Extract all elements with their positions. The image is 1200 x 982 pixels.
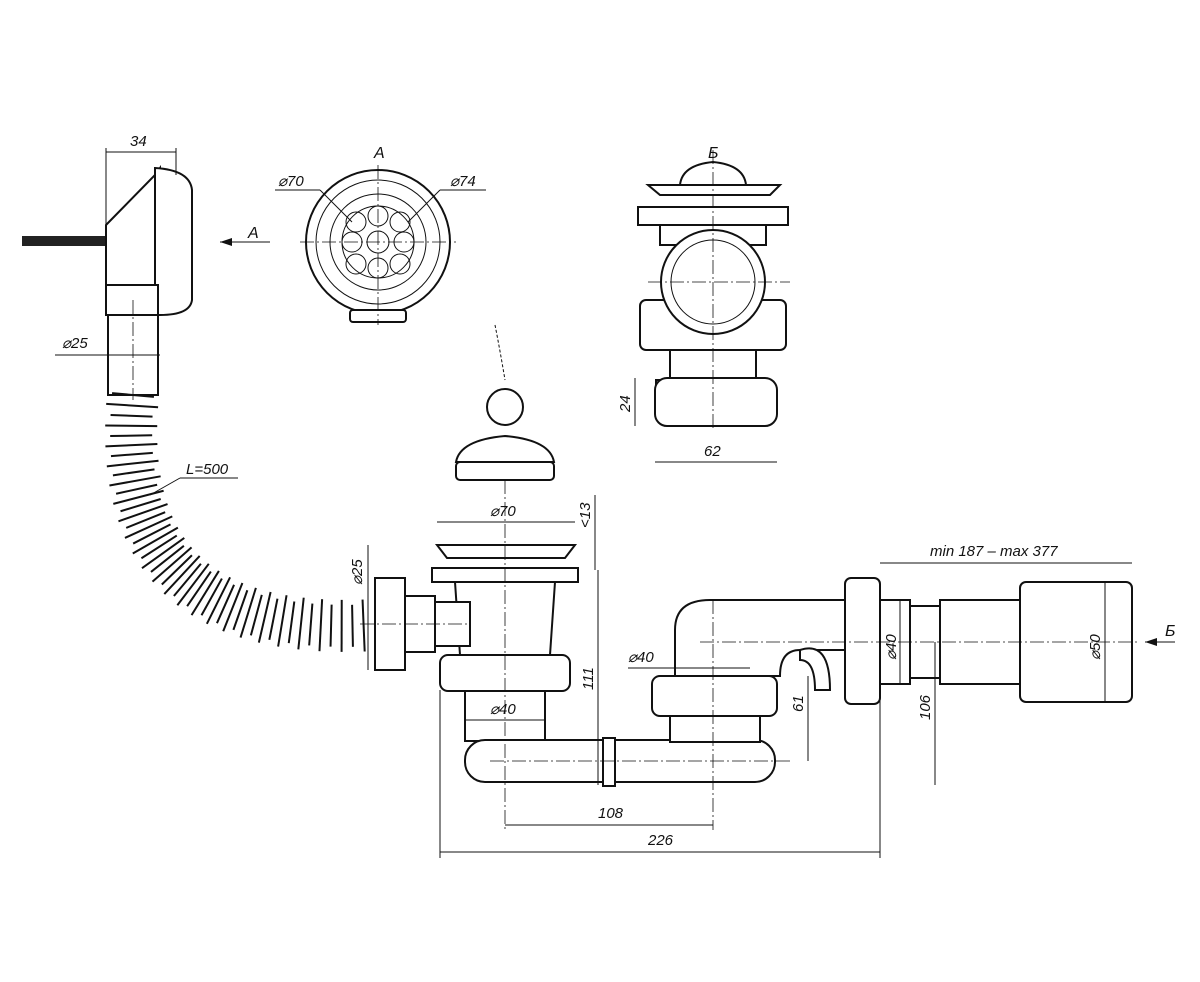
hose-rib [105,443,158,448]
dim-standpipe-diameter: ⌀40 [628,649,654,666]
hose-rib [106,402,159,409]
hose-rib [216,584,235,624]
hose-rib [257,591,272,643]
hose-rib [118,503,168,523]
dim-total-height: 111 [580,667,597,690]
dim-drain-height: <13 [577,502,594,528]
dim-drain-outlet-diameter: ⌀40 [490,701,516,718]
dim-total-length: 226 [647,832,674,849]
hose-rib [186,571,212,607]
hose-rib [161,554,193,586]
hose-rib [120,498,161,513]
arrow-b-label: Б [1165,623,1175,640]
hose-rib [268,598,279,641]
hose-rib [106,459,159,468]
hose-rib [176,563,210,606]
dim-outlet-length: min 187 – max 377 [930,543,1058,560]
grate-view-a [300,165,456,325]
dim-inlet-diameter: ⌀25 [349,559,366,585]
view-a-label: A [373,145,385,162]
overflow-screw [22,236,108,246]
hose-rib [132,523,171,545]
hose-rib [125,511,166,529]
corrugated-hose [105,392,366,652]
dim-grate-outer: ⌀74 [450,173,476,190]
hose-rib [132,526,179,555]
hose-rib [361,599,366,652]
hose-rib [109,475,161,487]
hose-rib [232,589,249,631]
hose-rib [111,392,155,398]
hose-rib [297,597,305,650]
hose-rib [205,576,231,625]
trap-view-b [637,150,790,430]
hose-rib [287,601,296,644]
hose-rib [112,468,155,477]
hose-rib [115,483,158,495]
hose-rib [351,604,354,647]
dim-overflow-pipe: ⌀25 [62,335,88,352]
hose-rib [308,603,314,646]
hose-rib [110,451,153,458]
dim-overflow-depth: 34 [130,133,147,150]
hose-rib [163,555,201,595]
dim-center-distance: 108 [598,805,624,822]
hose-rib [277,595,288,647]
hose-rib [150,545,185,573]
dim-standpipe-height: 61 [790,695,807,712]
hose-rib [140,534,178,560]
hose-rib [173,563,202,597]
hose-rib [318,599,324,652]
hose-rib [222,582,244,632]
dim-trap-height: 24 [617,395,634,413]
drain-siphon-assembly [360,480,1140,830]
dim-drain-diameter: ⌀70 [490,503,516,520]
dim-hose-length: L=500 [186,461,229,478]
hose-rib [329,604,333,647]
hose-rib [141,537,185,569]
hose-rib [113,489,164,505]
stopper-with-chain [454,324,556,481]
overflow-assembly [22,164,193,400]
arrow-a-label: A [247,225,259,242]
hose-rib [110,413,153,418]
hose-rib [249,594,263,636]
hose-rib [124,515,173,539]
dim-grate-inner: ⌀70 [278,173,304,190]
dim-outlet-diameter: ⌀50 [1087,634,1104,660]
view-b-label: Б [708,145,718,162]
hose-rib [151,546,193,583]
dimension-lines [55,148,1175,858]
hose-rib [239,587,257,638]
hose-rib [105,424,158,428]
dim-trap-width: 62 [704,443,721,460]
dim-nut-diameter: ⌀40 [883,634,900,660]
hose-rib [110,434,153,437]
hose-rib [190,570,220,616]
hose-rib [200,578,223,616]
dim-outlet-height: 106 [917,694,934,720]
